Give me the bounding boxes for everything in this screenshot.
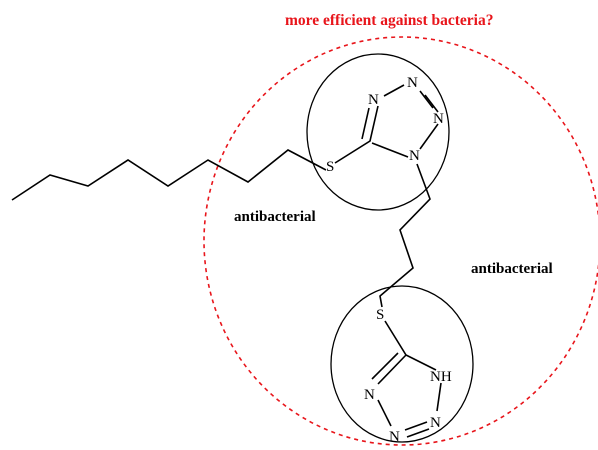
upper-sulfur-label: S bbox=[326, 159, 334, 175]
lower-ring-bond-n-nh bbox=[436, 382, 442, 412]
linker-chain bbox=[379, 163, 431, 308]
lower-sulfur-label: S bbox=[376, 307, 384, 323]
lower-ring-bond-n-n-left bbox=[377, 399, 392, 427]
upper-ring-bond-n-n bbox=[383, 84, 405, 97]
lower-ring-bond-n-n-bottom bbox=[404, 421, 428, 431]
upper-ring-bond-n-n-right bbox=[419, 90, 434, 109]
lower-ring-circle bbox=[330, 285, 474, 443]
upper-antibacterial-label: antibacterial bbox=[234, 209, 316, 225]
upper-nitrogen-label-4: N bbox=[409, 148, 420, 164]
upper-ring-bond-n-n-bottom bbox=[419, 123, 439, 150]
alkyl-chain bbox=[11, 149, 327, 201]
upper-nitrogen-label-1: N bbox=[368, 92, 379, 108]
upper-double-bond bbox=[361, 107, 370, 140]
dashed-highlight-ellipse bbox=[203, 36, 598, 446]
lower-ring-bonds bbox=[384, 320, 437, 371]
upper-nitrogen-label-3: N bbox=[433, 111, 444, 127]
lower-antibacterial-label: antibacterial bbox=[471, 261, 553, 277]
lower-nitrogen-label-3: N bbox=[430, 415, 441, 431]
lower-nh-label: NH bbox=[430, 369, 452, 385]
upper-ring-circle bbox=[306, 53, 450, 211]
lower-nitrogen-label-2: N bbox=[389, 429, 400, 445]
upper-ring-bonds bbox=[334, 105, 379, 164]
lower-ring-bond-n-n-bottom2 bbox=[406, 428, 430, 438]
lower-ring-bond-c-n bbox=[377, 354, 407, 385]
question-caption: more efficient against bacteria? bbox=[285, 12, 493, 29]
upper-ring-bond-n-n-right2 bbox=[424, 94, 439, 113]
lower-double-bond bbox=[371, 352, 399, 380]
lower-nitrogen-label-1: N bbox=[364, 387, 375, 403]
upper-nitrogen-label-2: N bbox=[407, 75, 418, 91]
upper-ring-bond-c-n bbox=[371, 142, 409, 158]
